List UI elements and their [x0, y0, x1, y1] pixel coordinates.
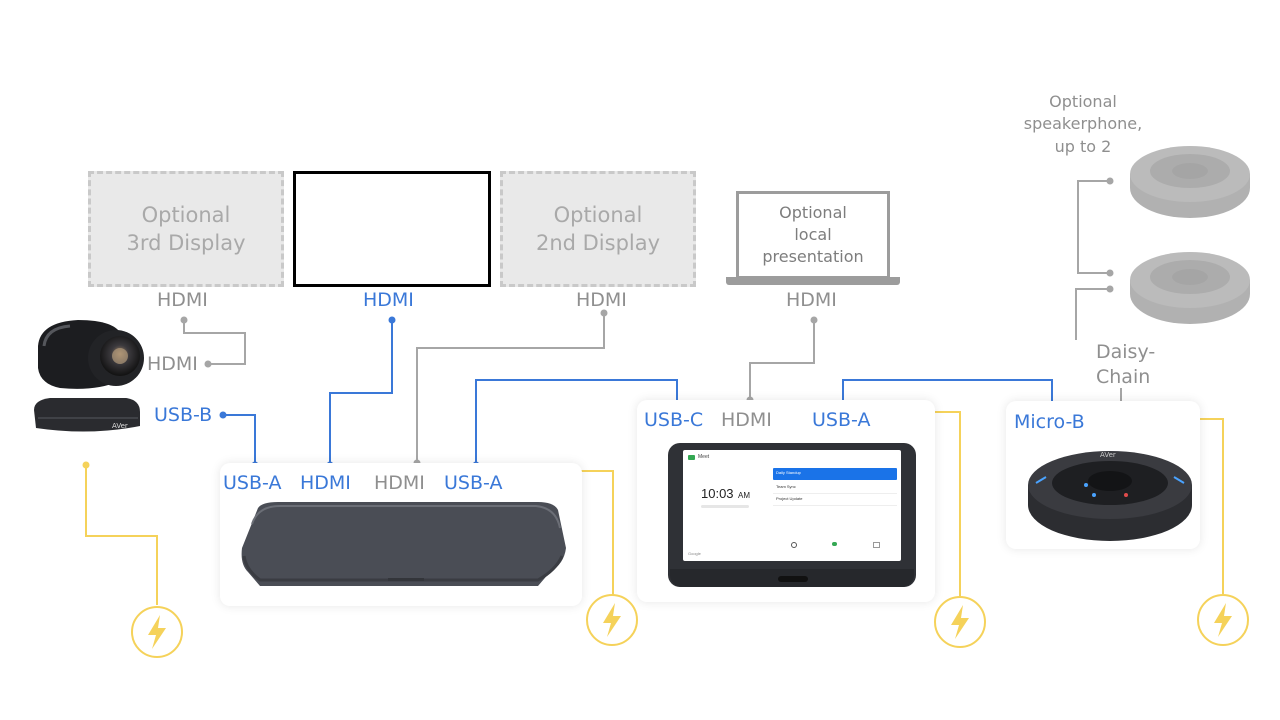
- power-icon: [934, 596, 986, 648]
- dot: [219, 411, 227, 419]
- main-display-hdmi-line: [329, 320, 393, 465]
- google-brand: Google: [688, 551, 701, 556]
- dot: [1106, 269, 1114, 277]
- optional-2nd-display: Optional 2nd Display: [500, 171, 696, 287]
- dot: [810, 316, 818, 324]
- speakerphone-note: Optional speakerphone, up to 2: [1016, 91, 1150, 158]
- daisy-line2: Chain: [1096, 365, 1151, 388]
- laptop-label-line2: local: [794, 224, 832, 244]
- hub-hdmi-1-label: HDMI: [300, 472, 351, 494]
- compute-hub-device: [241, 502, 566, 586]
- ptz-camera: AVer: [34, 320, 144, 432]
- camera-power-line: [85, 465, 158, 605]
- laptop-hdmi-label: HDMI: [786, 289, 837, 311]
- tablet-hdmi-label: HDMI: [721, 409, 772, 431]
- third-display-hdmi-label: HDMI: [157, 289, 208, 311]
- display-label-line1: Optional: [141, 202, 231, 227]
- laptop-icon: Optional local presentation: [736, 191, 890, 279]
- hub-hdmi-2-label: HDMI: [374, 472, 425, 494]
- camera-usb-to-hub-line: [223, 414, 256, 465]
- clock-time: 10:03: [701, 486, 734, 501]
- speaker-to-speaker-daisy-line: [1075, 288, 1110, 340]
- camera-brand: AVer: [112, 422, 128, 430]
- laptop-base: [726, 277, 900, 285]
- note-line1: Optional: [1049, 92, 1117, 111]
- touch-controller-port: [778, 576, 808, 582]
- daisy-line1: Daisy-: [1096, 341, 1156, 363]
- clock-ampm: AM: [738, 491, 750, 500]
- speaker-daisy-chain-line: [1077, 180, 1110, 274]
- tablet-usb-a-label: USB-A: [812, 409, 871, 431]
- third-display-to-camera-hdmi-line: [183, 320, 246, 365]
- note-line3: up to 2: [1054, 136, 1112, 156]
- dot: [180, 316, 188, 324]
- speakerphone-device: AVer: [1028, 451, 1192, 541]
- speaker-brand: AVer: [1100, 451, 1116, 459]
- display-label-line2: 3rd Display: [126, 231, 246, 255]
- search-field[interactable]: [701, 505, 749, 508]
- speaker-micro-b-label: Micro-B: [1014, 411, 1085, 433]
- meeting-title: Team Sync: [776, 484, 796, 489]
- main-display: [293, 171, 491, 287]
- hub-usb-to-tablet-usb-c-line: [475, 379, 678, 465]
- second-display-hdmi-label: HDMI: [576, 289, 627, 311]
- app-name: Meet: [698, 454, 710, 460]
- touch-controller-screen: Meet 10:03 AM Daily Standup Team Sync Pr…: [683, 450, 901, 561]
- meeting-row[interactable]: Project Update: [773, 495, 897, 506]
- tablet-usb-a-to-speaker-line: [842, 379, 1053, 405]
- note-line2: speakerphone,: [1023, 114, 1143, 134]
- dot: [1106, 177, 1114, 185]
- dot: [600, 309, 608, 317]
- meeting-title: Project Update: [776, 496, 803, 501]
- power-icon: [586, 594, 638, 646]
- meet-logo-icon: [688, 454, 695, 460]
- meeting-title: Daily Standup: [776, 470, 801, 475]
- optional-speakerphone-2: [1130, 252, 1250, 324]
- display-label-line2: 2nd Display: [535, 231, 661, 255]
- second-display-to-hub-hdmi-line: [416, 313, 605, 463]
- optional-speakerphone-1: [1130, 146, 1250, 218]
- present-icon[interactable]: [873, 542, 880, 548]
- camera-hdmi-label: HDMI: [147, 353, 198, 375]
- laptop-to-tablet-hdmi-line: [749, 320, 815, 400]
- camera-usb-b-label: USB-B: [154, 404, 213, 426]
- meeting-row[interactable]: Team Sync: [773, 483, 897, 494]
- search-icon[interactable]: [791, 542, 797, 548]
- laptop-label-line3: presentation: [762, 247, 864, 267]
- dot: [388, 316, 396, 324]
- hub-usb-a-1-label: USB-A: [223, 472, 282, 494]
- power-icon: [131, 606, 183, 658]
- power-icon: [1197, 594, 1249, 646]
- main-display-hdmi-label: HDMI: [363, 289, 414, 311]
- display-label-line1: Optional: [553, 202, 643, 227]
- dot: [82, 461, 90, 469]
- laptop-label-line1: Optional: [779, 202, 847, 222]
- hub-usb-a-2-label: USB-A: [444, 472, 503, 494]
- daisy-chain-label: Daisy- Chain: [1096, 340, 1155, 389]
- phone-icon[interactable]: [832, 542, 837, 546]
- tablet-usb-c-label: USB-C: [644, 409, 704, 431]
- optional-3rd-display: Optional 3rd Display: [88, 171, 284, 287]
- meeting-row[interactable]: Daily Standup: [773, 468, 897, 480]
- dot: [204, 360, 212, 368]
- dot: [1106, 285, 1114, 293]
